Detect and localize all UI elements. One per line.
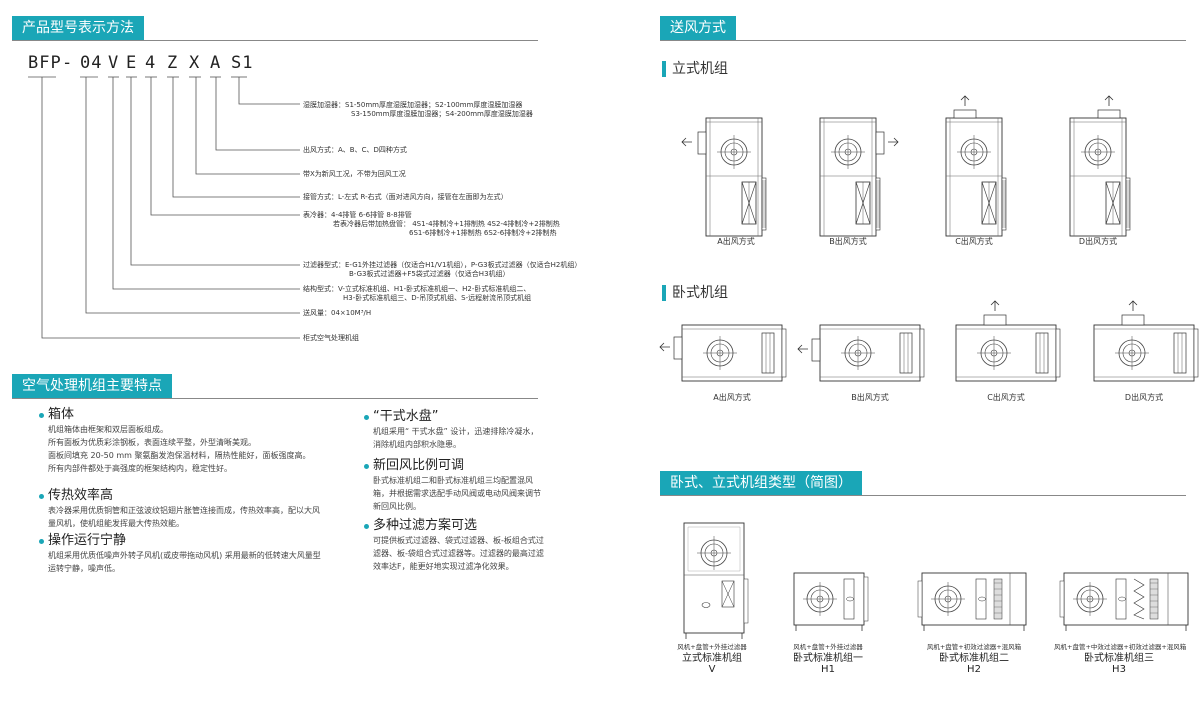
- model-leader-lines: [28, 76, 300, 339]
- type-components-h2: 风机+盘管+初效过滤器+混风箱: [926, 643, 1022, 651]
- features-section-rule: [12, 398, 538, 399]
- horizontal-subhead: 卧式机组: [662, 285, 728, 301]
- model-code-structure: V: [108, 53, 120, 73]
- horizontal-unit-d: [1094, 300, 1198, 381]
- feature-title-filters: 多种过滤方案可选: [363, 518, 478, 533]
- type-name-h1: 卧式标准机组一: [793, 653, 863, 664]
- types-section-rule: [660, 495, 1186, 496]
- model-code-bfp: BFP: [28, 53, 62, 73]
- vertical-subhead: 立式机组: [662, 61, 728, 77]
- model-code-humidifier: S1: [231, 53, 254, 73]
- model-code-airflow: 04: [80, 53, 103, 73]
- desc-pipe: 接管方式：L-左式 R-右式（面对进风方向，接管在左面即为左式）: [303, 193, 508, 201]
- desc-filter: 过滤器型式：E-G1外挂过滤器（仅适合H1/V1机组），P-G3板式过滤器（仅适…: [303, 261, 582, 278]
- vertical-caption-d: D出风方式: [1078, 237, 1118, 246]
- vertical-caption-b: B出风方式: [829, 237, 867, 246]
- desc-coil: 表冷器：4-4排管 6-6排管 8-8排管 若表冷器后带加热盘管： 4S1-4排…: [303, 211, 560, 237]
- supply-section-rule: [660, 40, 1186, 41]
- feature-body-air-ratio: 卧式标准机组二和卧式标准机组三均配置混风 箱，并根据需求选配手动风阀或电动风阀来…: [373, 476, 541, 511]
- desc-fresh-air: 带X为新风工况，不带为回风工况: [303, 170, 406, 178]
- desc-outlet: 出风方式：A、B、C、D四种方式: [303, 146, 407, 154]
- horizontal-caption-d: D出风方式: [1124, 393, 1164, 402]
- type-diagram-h1: [793, 572, 869, 631]
- horizontal-caption-c: C出风方式: [987, 393, 1025, 402]
- type-code-v: V: [708, 664, 716, 675]
- type-name-h2: 卧式标准机组二: [939, 653, 1009, 664]
- vertical-caption-c: C出风方式: [955, 237, 993, 246]
- horizontal-caption-b: B出风方式: [851, 393, 889, 402]
- types-section-title: 卧式、立式机组类型（简图）: [660, 471, 862, 495]
- unit-type-diagrams: [683, 522, 1189, 639]
- feature-title-cabinet: 箱体: [38, 407, 75, 422]
- horizontal-diagrams: [659, 300, 1200, 395]
- type-name-h3: 卧式标准机组三: [1084, 653, 1154, 664]
- vertical-diagrams: [681, 95, 1200, 240]
- type-code-h3: H3: [1112, 664, 1126, 675]
- type-components-v: 风机+盘管+外挂过滤器: [677, 643, 747, 651]
- type-components-h1: 风机+盘管+外挂过滤器: [793, 643, 863, 651]
- vertical-unit-a: [681, 118, 766, 236]
- feature-body-filters: 可提供板式过滤器、袋式过滤器、板-板组合式过 滤器、板-袋组合式过滤器等。过滤器…: [373, 536, 544, 571]
- feature-body-drain-pan: 机组采用“ 干式水盘” 设计，迅速排除冷凝水， 消除机组内部积水隐患。: [373, 427, 539, 449]
- desc-structure: 结构型式：V-立式标准机组、H1-卧式标准机组一、H2-卧式标准机组二、 H3-…: [303, 285, 532, 302]
- horizontal-unit-c: [956, 300, 1060, 381]
- model-code-filter: E: [126, 53, 138, 73]
- model-code-pipe: Z: [167, 53, 179, 73]
- features-section-title: 空气处理机组主要特点: [12, 374, 172, 398]
- desc-humidifier: 湿膜加湿器：S1-50mm厚度湿膜加湿器；S2-100mm厚度湿膜加湿器 S3-…: [303, 101, 533, 118]
- model-code-fresh-air: X: [189, 53, 201, 73]
- desc-product: 柜式空气处理机组: [303, 334, 359, 342]
- model-code-dash: -: [62, 53, 74, 73]
- horizontal-unit-a: [659, 325, 786, 381]
- feature-title-drain-pan: “干式水盘”: [363, 409, 439, 424]
- type-code-h1: H1: [821, 664, 835, 675]
- type-code-h2: H2: [967, 664, 981, 675]
- supply-section-title: 送风方式: [660, 16, 736, 40]
- model-section-title: 产品型号表示方法: [12, 16, 144, 40]
- feature-body-heat: 表冷器采用优质铜管和正弦波纹铝翅片胀管连接而成，传热效率高，配以大风 量风机，使…: [48, 506, 320, 528]
- feature-title-air-ratio: 新回风比例可调: [363, 458, 465, 473]
- feature-title-quiet: 操作运行宁静: [38, 533, 127, 548]
- horizontal-unit-b: [797, 325, 924, 381]
- model-section-rule: [12, 40, 538, 41]
- type-diagram-h3: [1059, 572, 1189, 631]
- vertical-unit-d: [1070, 95, 1130, 236]
- vertical-unit-c: [946, 95, 1006, 236]
- model-code-coil: 4: [145, 53, 157, 73]
- type-diagram-v: [683, 522, 749, 639]
- horizontal-caption-a: A出风方式: [713, 393, 751, 402]
- type-components-h3: 风机+盘管+中效过滤器+初效过滤器+混风箱: [1054, 643, 1187, 651]
- vertical-caption-a: A出风方式: [717, 237, 755, 246]
- feature-body-cabinet: 机组箱体由框架和双层面板组成。 所有面板为优质彩涂钢板，表面连续平整，外型清晰美…: [48, 425, 311, 473]
- desc-airflow: 送风量：04×10M³/H: [303, 309, 372, 317]
- feature-body-quiet: 机组采用优质低噪声外转子风机(或皮带拖动风机) 采用最新的低转速大风量型 运转宁…: [48, 551, 321, 573]
- type-name-v: 立式标准机组: [682, 653, 742, 664]
- vertical-unit-b: [820, 118, 899, 236]
- feature-title-heat: 传热效率高: [38, 488, 114, 503]
- type-diagram-h2: [917, 572, 1027, 631]
- model-code-outlet: A: [210, 53, 222, 73]
